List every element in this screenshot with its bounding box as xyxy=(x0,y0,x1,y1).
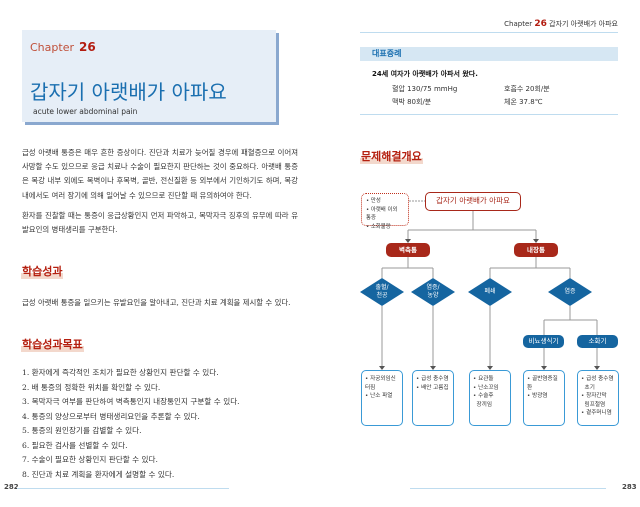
intro-paragraph-2: 환자를 진찰할 때는 통증이 응급상황인지 먼저 파악하고, 복막자극 징후의 … xyxy=(22,211,298,235)
outcome-heading: 학습성과 xyxy=(21,263,64,279)
objective-item: 8. 진단과 치료 계획을 환자에게 설명할 수 있다. xyxy=(22,469,175,479)
objective-item: 3. 복막자극 여부를 판단하여 벽측통인지 내장통인지 구분할 수 있다. xyxy=(22,397,240,406)
objective-item: 2. 배 통증의 정확한 위치를 확인할 수 있다. xyxy=(22,382,161,392)
genitourinary-node: 비뇨생식기 xyxy=(523,335,564,348)
leaf-box-4: • 골반염증질환• 방광염 xyxy=(523,370,565,426)
exclusion-notes: • 만성 • 아랫배 이외 통증 • 소화불량 xyxy=(361,193,409,230)
intro-paragraph-1: 급성 아랫배 통증은 매우 흔한 증상이다. 진단과 치료가 늦어질 경우에 패… xyxy=(22,148,298,200)
page-number-right: 283 xyxy=(622,483,637,491)
objectives-heading: 학습성과목표 xyxy=(21,336,84,352)
diamond-inflammation-abscess: 염증/ 농양 xyxy=(411,278,455,306)
vital-temp: 체온 37.8℃ xyxy=(504,98,543,106)
footer-rule-right xyxy=(410,488,606,489)
note-item: • 아랫배 이외 통증 xyxy=(366,206,398,222)
leaf-box-3: • 요관돌• 난소꼬임• 수술후 장끼임 xyxy=(469,370,511,426)
objective-item: 4. 통증의 양상으로부터 병태생리요인을 추론할 수 있다. xyxy=(22,411,200,421)
leaf-box-2: • 급성 충수염• 배안 고름집 xyxy=(412,370,454,426)
vital-pulse: 맥박 80회/분 xyxy=(392,98,432,106)
root-node: 갑자기 아랫배가 아파요 xyxy=(425,192,521,211)
case-summary: 24세 여자가 아랫배가 아파서 왔다. xyxy=(372,70,478,78)
chapter-subtitle: acute lower abdominal pain xyxy=(33,107,138,116)
diamond-obstruction: 폐쇄 xyxy=(468,278,512,306)
vital-rr: 호흡수 20회/분 xyxy=(504,85,550,93)
page-number-left: 282 xyxy=(4,483,19,491)
case-heading: 대표증례 xyxy=(360,47,618,61)
overview-heading: 문제해결개요 xyxy=(360,148,423,164)
note-item: • 소화불량 xyxy=(366,223,391,230)
header-chapter-number: 26 xyxy=(534,19,547,29)
objective-item: 5. 통증의 원인장기를 감별할 수 있다. xyxy=(22,426,142,435)
note-item: • 만성 xyxy=(366,198,381,204)
case-rule xyxy=(360,114,618,115)
vital-bp: 혈압 130/75 mmHg xyxy=(392,85,458,93)
running-header: Chapter 26 갑자기 아랫배가 아파요 xyxy=(504,19,618,29)
chapter-number: 26 xyxy=(78,40,96,54)
diamond-bleeding-perforation: 출혈/ 천공 xyxy=(360,278,404,306)
outcome-text: 급성 아랫배 통증을 일으키는 유발요인을 알아내고, 진단과 치료 계획을 제… xyxy=(22,298,291,307)
objective-item: 1. 환자에게 즉각적인 조치가 필요한 상황인지 판단할 수 있다. xyxy=(22,368,219,377)
chapter-title: 갑자기 아랫배가 아파요 xyxy=(30,80,227,104)
leaf-box-1: • 자궁외임신 터짐• 난소 파열 xyxy=(361,370,403,426)
visceral-pain-node: 내장통 xyxy=(514,243,558,257)
digestive-node: 소화기 xyxy=(577,335,618,348)
header-rule xyxy=(360,32,618,33)
objective-item: 7. 수술이 필요한 상황인지 판단할 수 있다. xyxy=(22,455,158,464)
objective-item: 6. 필요한 검사를 선별할 수 있다. xyxy=(22,440,128,450)
leaf-box-5: • 급성 충수염 초기• 창자간막 림프절염• 곁주머니염 xyxy=(577,370,619,426)
objectives-list: 1. 환자에게 즉각적인 조치가 필요한 상황인지 판단할 수 있다. 2. 배… xyxy=(22,366,240,482)
footer-rule-left xyxy=(17,488,229,489)
diamond-inflammation: 염증 xyxy=(548,278,592,306)
parietal-pain-node: 벽측통 xyxy=(386,243,430,257)
